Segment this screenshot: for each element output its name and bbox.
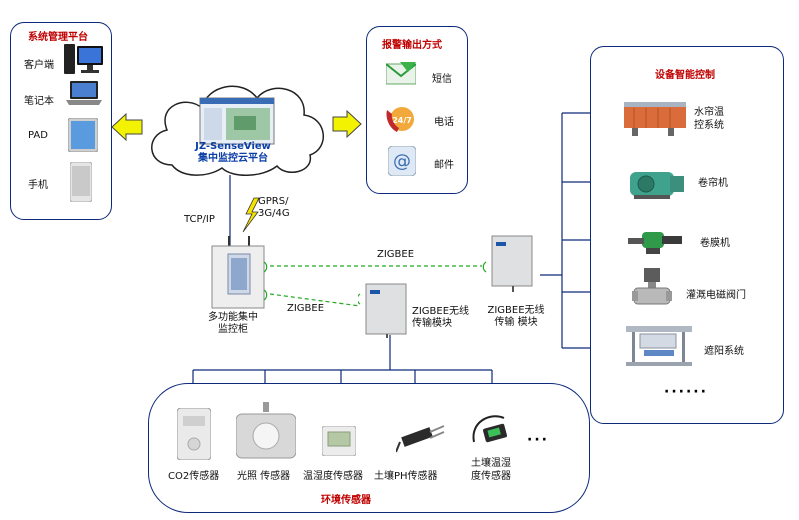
zigbee-module-right-label: ZIGBEE无线 传输 模块 — [480, 305, 552, 329]
soil-ph-sensor-label: 土壤PH传感器 — [374, 471, 438, 482]
solenoid-valve-label: 灌溉电磁阀门 — [686, 290, 746, 301]
water-curtain-icon — [624, 102, 686, 136]
co2-sensor-label: CO2传感器 — [168, 471, 220, 482]
arrow-to-alarm-panel — [332, 109, 362, 139]
curtain-roller-icon — [630, 172, 684, 199]
shade-system-label: 遮阳系统 — [704, 346, 744, 357]
shade-system-icon — [626, 326, 692, 366]
gprs-line2: 3G/4G — [258, 208, 290, 219]
call-label: 电话 — [434, 117, 454, 128]
tcpip-label: TCP/IP — [184, 214, 215, 225]
laptop-icon — [66, 81, 102, 105]
module-right-line1: ZIGBEE无线 — [487, 305, 545, 316]
soil-sensor-line1: 土壤温湿 — [471, 458, 511, 469]
control-more-indicator: ······ — [664, 384, 708, 400]
zigbee-module-right-icon — [482, 235, 533, 292]
zigbee-left-label: ZIGBEE — [287, 303, 325, 314]
cloud-platform-icon — [151, 85, 325, 176]
device-control-panel — [590, 46, 784, 424]
tablet-icon — [68, 118, 98, 152]
svg-text:24/7: 24/7 — [392, 116, 412, 125]
email-label: 邮件 — [434, 160, 454, 171]
soil-sensor-line2: 度传感器 — [471, 471, 511, 482]
phone-24-7-icon: 24/7 — [386, 107, 414, 132]
zigbee-module-mid-label: ZIGBEE无线 传输模块 — [412, 306, 469, 330]
water-curtain-line1: 水帘温 — [694, 107, 724, 118]
gprs-line1: GPRS/ — [258, 196, 289, 207]
sms-envelope-icon — [386, 62, 416, 85]
light-sensor-label: 光照 传感器 — [237, 471, 291, 482]
cabinet-line2: 监控柜 — [218, 324, 248, 335]
cabinet-label: 多功能集中 监控柜 — [196, 312, 270, 336]
zigbee-top-label: ZIGBEE — [377, 249, 415, 260]
light-sensor-icon — [236, 402, 296, 459]
email-at-icon: @ — [388, 146, 416, 176]
svg-text:@: @ — [393, 151, 411, 172]
co2-sensor-icon — [177, 408, 211, 460]
film-roller-label: 卷膜机 — [700, 238, 730, 249]
film-roller-icon — [628, 232, 682, 254]
sensors-panel-title: 环境传感器 — [321, 495, 371, 506]
zigbee-module-mid-icon — [358, 283, 407, 338]
alarm-output-panel — [366, 26, 468, 194]
temp-humidity-sensor-label: 温湿度传感器 — [303, 471, 363, 482]
laptop-label: 笔记本 — [24, 96, 54, 107]
phone-icon — [70, 162, 92, 202]
environment-sensors-panel — [148, 383, 590, 513]
cloud-platform-title: JZ-SenseView 集中监控云平台 — [183, 141, 283, 165]
module-right-line2: 传输 模块 — [494, 317, 538, 328]
module-mid-line1: ZIGBEE无线 — [412, 306, 470, 317]
water-curtain-label: 水帘温 控系统 — [694, 106, 724, 132]
desktop-computer-icon — [64, 44, 103, 74]
monitoring-cabinet-icon — [211, 236, 268, 309]
soil-temp-humidity-sensor-icon — [472, 415, 507, 443]
lightning-icon — [242, 197, 260, 233]
soil-ph-sensor-icon — [396, 425, 445, 453]
temp-humidity-sensor-icon — [322, 426, 356, 456]
pad-label: PAD — [28, 130, 48, 141]
arrow-to-system-panel — [111, 112, 143, 142]
system-panel-title: 系统管理平台 — [28, 32, 88, 43]
soil-temp-humidity-sensor-label: 土壤温湿 度传感器 — [456, 457, 526, 483]
water-curtain-line2: 控系统 — [694, 120, 724, 131]
sms-label: 短信 — [432, 74, 452, 85]
solenoid-valve-icon — [632, 268, 672, 305]
alarm-panel-title: 报警输出方式 — [382, 40, 442, 51]
curtain-roller-label: 卷帘机 — [698, 178, 728, 189]
phone-label: 手机 — [28, 180, 48, 191]
cloud-title-line1: JZ-SenseView — [195, 141, 271, 152]
sensors-more-indicator: ··· — [527, 432, 549, 448]
gprs-label: GPRS/ 3G/4G — [258, 196, 290, 220]
cabinet-line1: 多功能集中 — [208, 312, 258, 323]
cloud-title-line2: 集中监控云平台 — [198, 153, 268, 164]
control-panel-title: 设备智能控制 — [655, 70, 715, 81]
client-label: 客户端 — [24, 60, 54, 71]
module-mid-line2: 传输模块 — [412, 318, 452, 329]
